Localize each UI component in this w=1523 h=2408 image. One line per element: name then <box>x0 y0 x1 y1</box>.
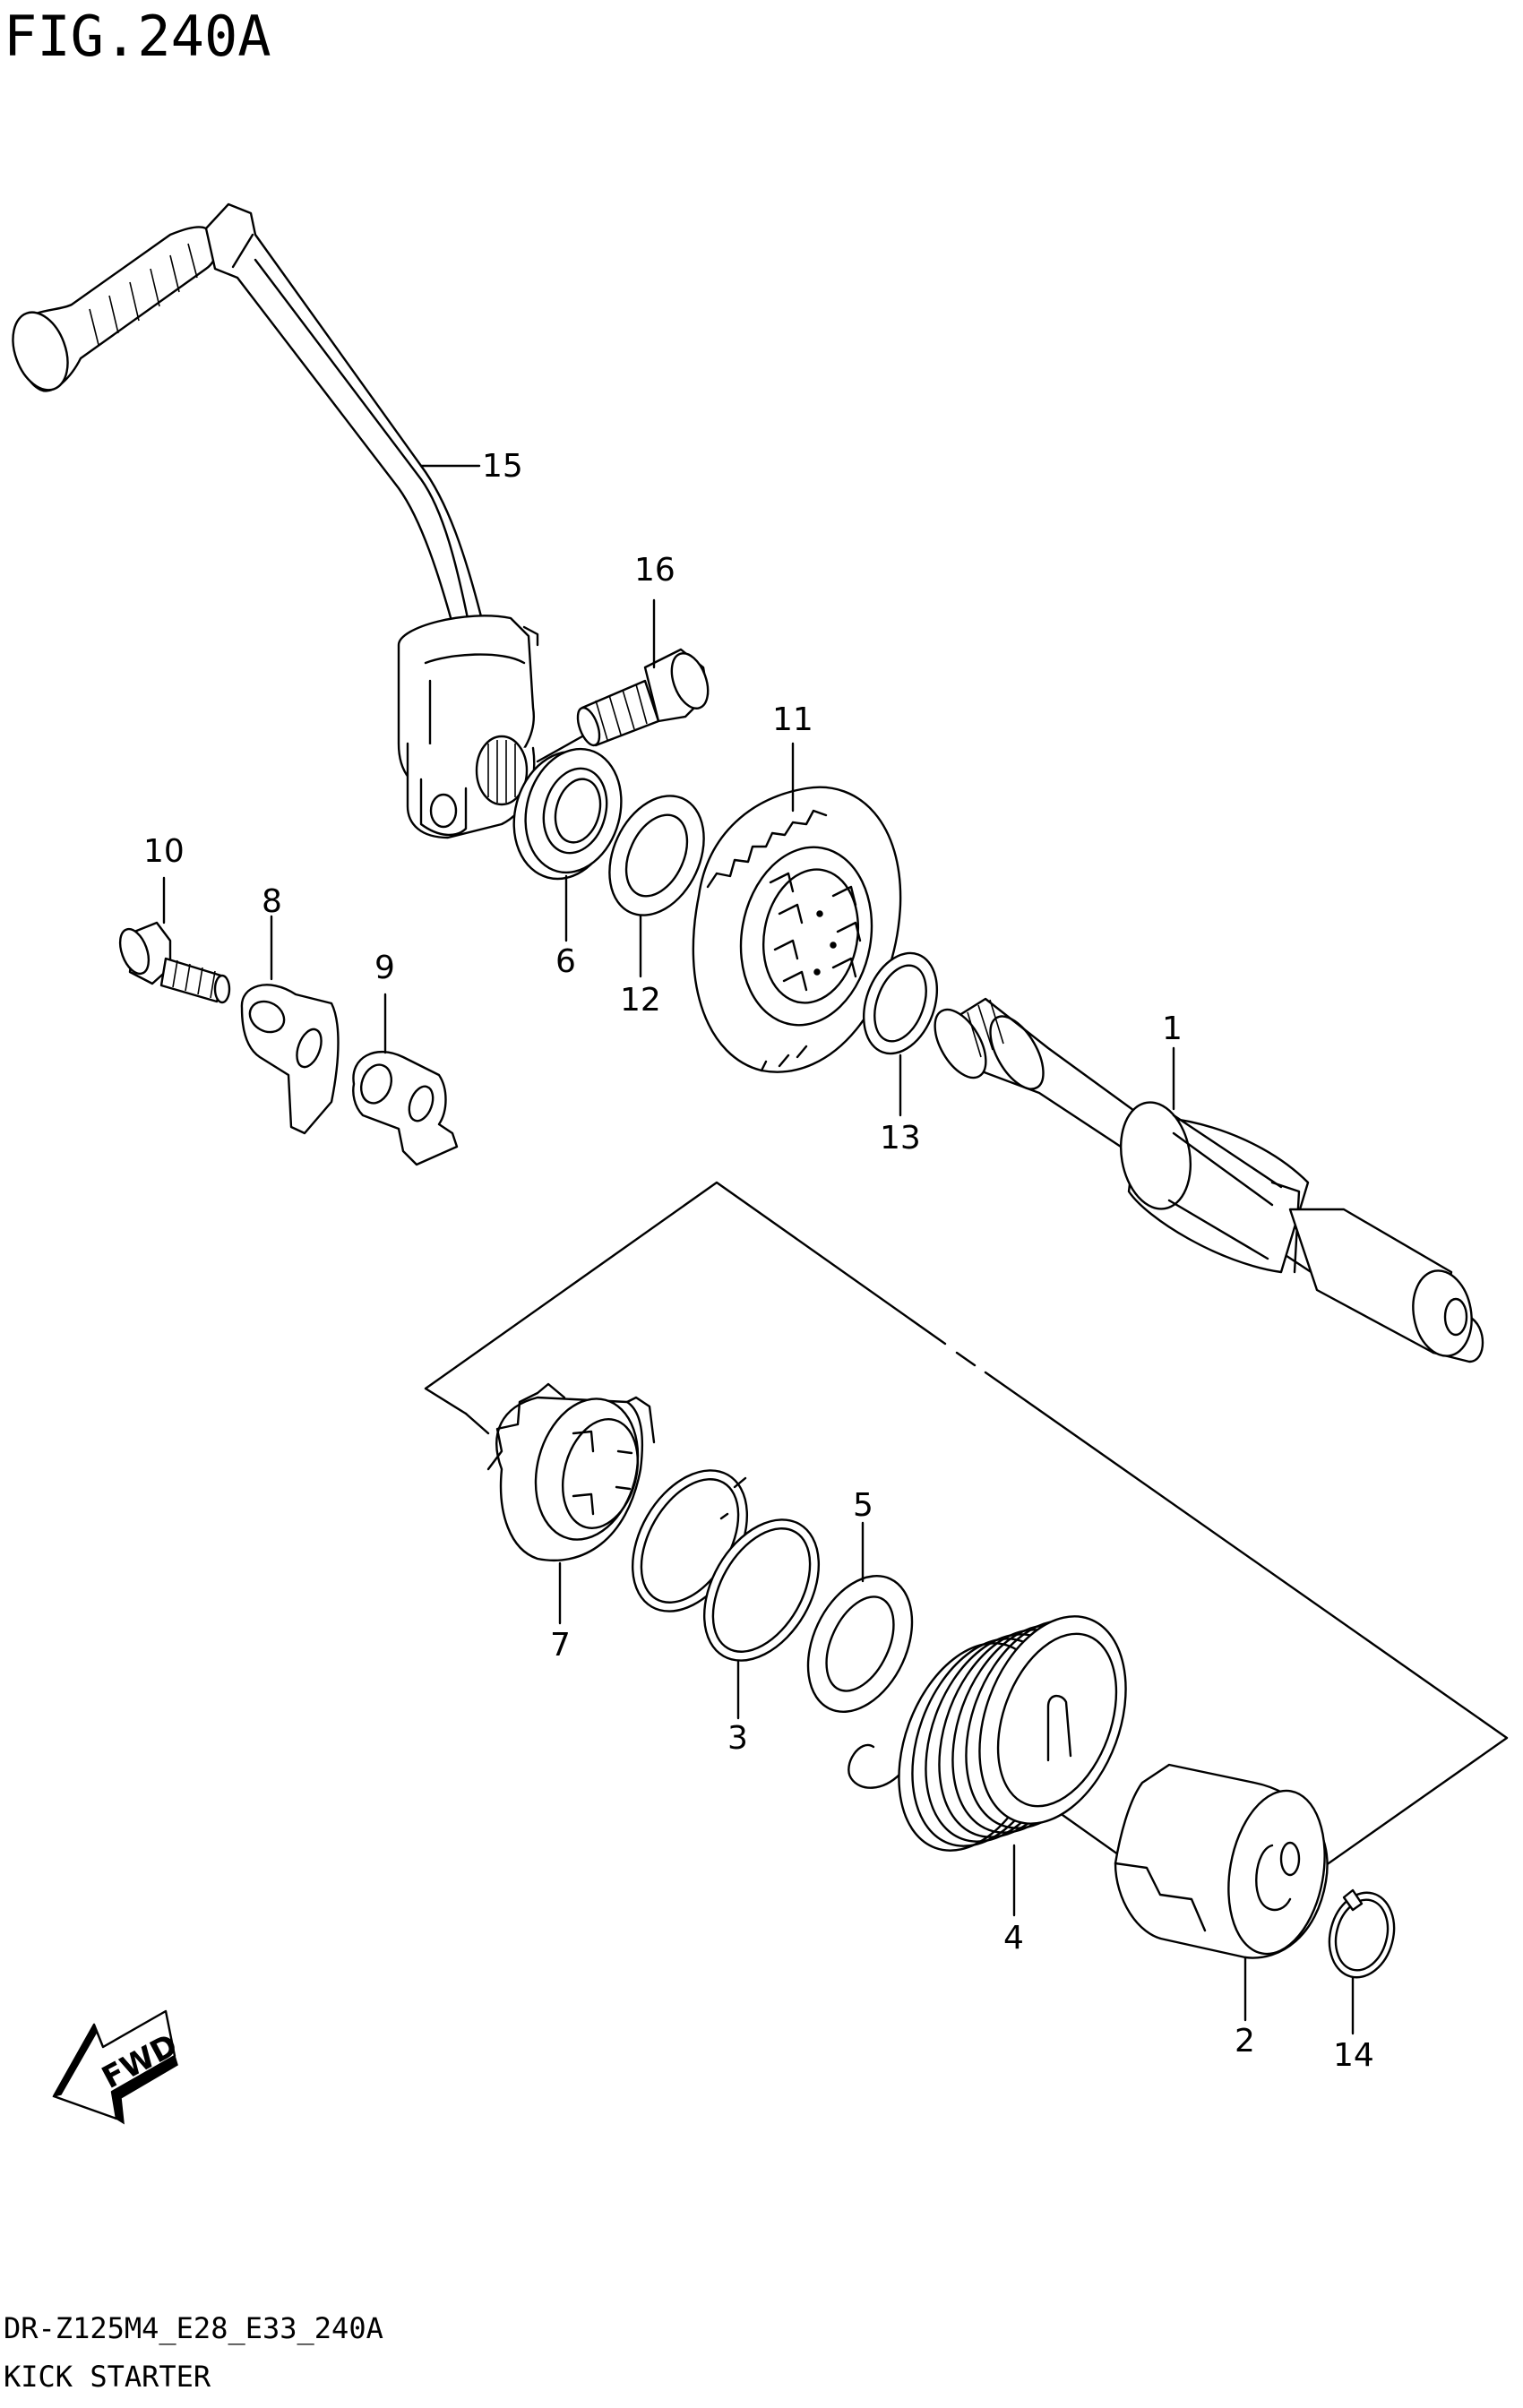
callout-7: 7 <box>550 1627 571 1664</box>
part-spring-3 <box>631 1469 821 1662</box>
part-washer-5 <box>806 1575 914 1713</box>
footer-code: DR-Z125M4_E28_E33_240A <box>4 2311 383 2345</box>
part-kick-shaft-1 <box>934 997 1484 1363</box>
fwd-arrow-icon: FWD <box>52 2009 184 2125</box>
callout-12: 12 <box>620 982 661 1019</box>
callout-11: 11 <box>772 701 813 738</box>
callout-1: 1 <box>1162 1010 1183 1047</box>
callout-4: 4 <box>1003 1920 1024 1956</box>
callout-10: 10 <box>143 833 185 870</box>
part-guide-8 <box>240 984 340 1135</box>
callout-3: 3 <box>727 1720 748 1757</box>
part-circlip-14 <box>1328 1888 1396 1979</box>
part-kick-spring-4 <box>848 1615 1127 1852</box>
part-washer-13 <box>862 951 939 1055</box>
part-kick-gear-11 <box>692 786 902 1073</box>
callout-13: 13 <box>880 1120 921 1157</box>
part-plate-9 <box>352 1050 459 1166</box>
callout-14: 14 <box>1333 2037 1374 2074</box>
part-kick-guide-2 <box>1114 1763 1329 1959</box>
callout-8: 8 <box>262 883 282 920</box>
callout-9: 9 <box>374 950 395 986</box>
callout-5: 5 <box>853 1487 873 1524</box>
part-oil-seal-6 <box>512 747 623 881</box>
callout-16: 16 <box>634 552 675 589</box>
part-washer-12 <box>608 795 705 916</box>
callout-2: 2 <box>1235 2023 1255 2060</box>
part-kick-lever <box>12 202 539 839</box>
part-bolt-10 <box>118 921 231 1004</box>
figure-title: FIG.240A <box>4 4 271 69</box>
footer-name: KICK STARTER <box>4 2360 211 2394</box>
callout-6: 6 <box>555 943 576 980</box>
part-bolt-16 <box>536 648 710 763</box>
callout-15: 15 <box>482 448 523 485</box>
part-ratchet-7 <box>486 1382 656 1562</box>
